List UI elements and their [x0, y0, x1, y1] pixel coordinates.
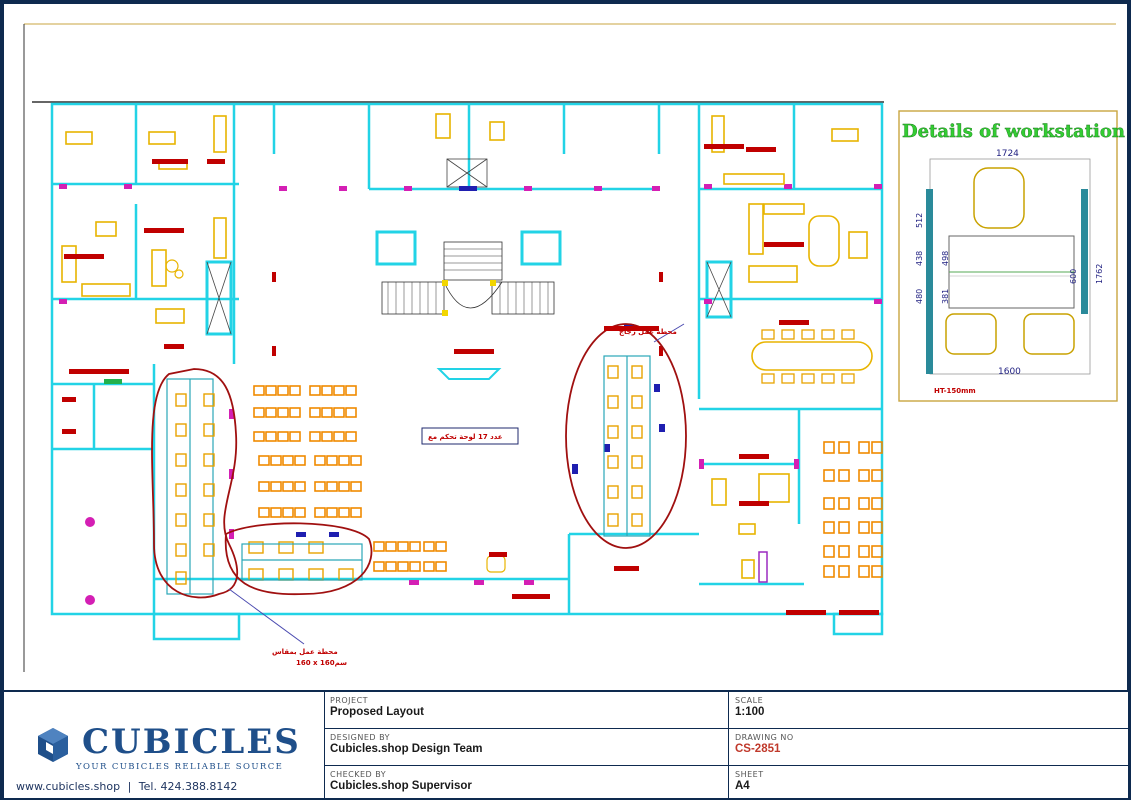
dim-1762: 1762 — [1095, 264, 1104, 284]
dim-381: 381 — [941, 289, 950, 304]
drawing-no-value: CS-2851 — [735, 743, 781, 755]
workstation-cluster-right — [565, 323, 687, 549]
designed-cell: DESIGNED BY Cubicles.shop Design Team — [324, 729, 729, 766]
ht-note: HT-150mm — [934, 387, 976, 395]
training-seating — [253, 385, 883, 578]
dim-438: 438 — [915, 251, 924, 266]
arrow-note-left-1: محطة عمل بمقاس — [272, 648, 338, 656]
center-note: عدد 17 لوحة تحكم مع — [428, 433, 503, 441]
sheet-frame: عدد 17 لوحة تحكم مع محطة عمل بمقاس 160 x… — [3, 3, 1129, 798]
drawing-no-cell: DRAWING NO CS-2851 — [729, 729, 1129, 766]
dim-600: 600 — [1069, 269, 1078, 284]
sheet-cell: SHEET A4 — [729, 766, 1129, 798]
floor-plan-drawing: عدد 17 لوحة تحكم مع محطة عمل بمقاس 160 x… — [23, 23, 1125, 672]
designed-value: Cubicles.shop Design Team — [330, 743, 483, 755]
dim-480: 480 — [915, 289, 924, 304]
contact-line: www.cubicles.shop | Tel. 424.388.8142 — [16, 780, 237, 793]
scale-label: SCALE — [735, 696, 764, 705]
project-value: Proposed Layout — [330, 706, 424, 718]
staircase — [381, 241, 555, 315]
arrow-note-left-2: 160 x 160سم — [296, 659, 347, 667]
checked-value: Cubicles.shop Supervisor — [330, 780, 472, 792]
website-link[interactable]: www.cubicles.shop — [16, 780, 121, 793]
workstation-detail-panel: Details of workstation 1724 1600 512 438… — [898, 110, 1125, 402]
checked-cell: CHECKED BY Cubicles.shop Supervisor — [324, 766, 729, 798]
title-block: CUBICLES YOUR CUBICLES RELIABLE SOURCE w… — [4, 690, 1129, 798]
sheet-label: SHEET — [735, 770, 764, 779]
cube-logo-icon — [38, 728, 68, 762]
scale-cell: SCALE 1:100 — [729, 692, 1129, 729]
company-logo-block: CUBICLES YOUR CUBICLES RELIABLE SOURCE w… — [4, 692, 325, 798]
brand-name: CUBICLES — [82, 722, 301, 762]
sheet-value: A4 — [735, 780, 750, 792]
designed-label: DESIGNED BY — [330, 733, 391, 742]
dim-498: 498 — [941, 251, 950, 266]
drawing-no-label: DRAWING NO — [735, 733, 794, 742]
dim-1600: 1600 — [998, 367, 1021, 377]
project-label: PROJECT — [330, 696, 369, 705]
brand-tagline: YOUR CUBICLES RELIABLE SOURCE — [76, 762, 284, 772]
checked-label: CHECKED BY — [330, 770, 387, 779]
phone-number: Tel. 424.388.8142 — [138, 780, 238, 793]
dim-1724: 1724 — [996, 149, 1019, 159]
detail-title: Details of workstation — [902, 121, 1125, 142]
contact-separator: | — [127, 780, 132, 793]
dim-512: 512 — [915, 213, 924, 228]
arrow-note-right: محطة عمل زجاج — [619, 328, 677, 336]
workstation-cluster-left — [151, 368, 373, 645]
scale-value: 1:100 — [735, 706, 765, 718]
exterior-walls — [50, 102, 884, 641]
project-cell: PROJECT Proposed Layout — [324, 692, 729, 729]
